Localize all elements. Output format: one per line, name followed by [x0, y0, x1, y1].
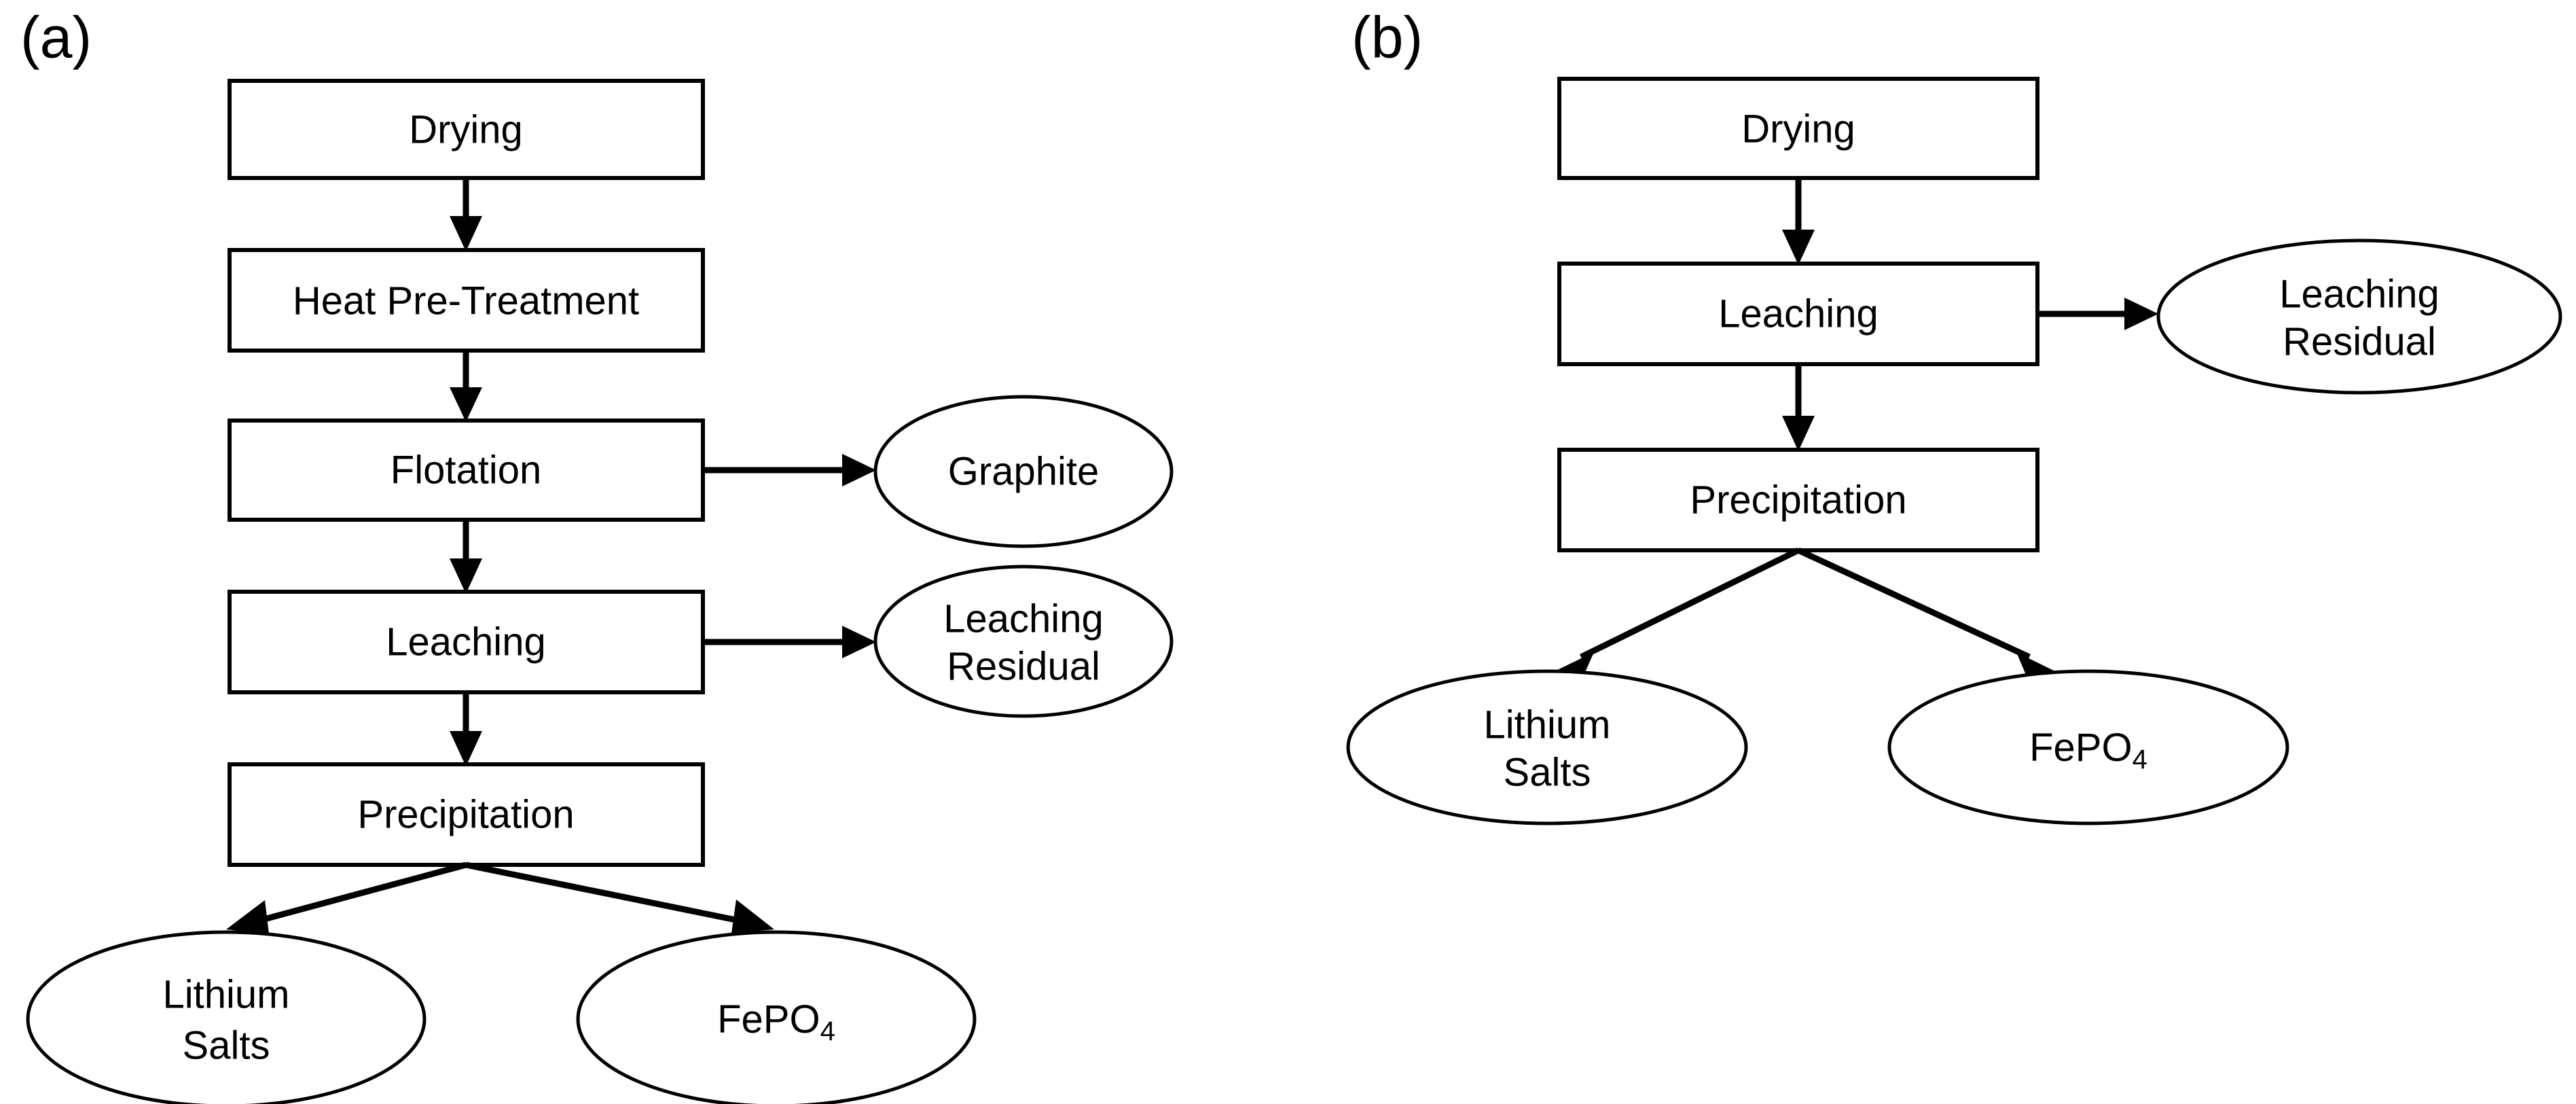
- a-node-lithium-salts[interactable]: Lithium Salts: [26, 930, 427, 1104]
- b-node-precipitation[interactable]: Precipitation: [1557, 448, 2039, 552]
- a-node-heat-pre-treatment[interactable]: Heat Pre-Treatment: [228, 248, 705, 353]
- a-leaching-box[interactable]: [228, 590, 705, 694]
- b-leaching-box[interactable]: [1557, 262, 2039, 366]
- a-lithium-salts-label-line1: Lithium: [163, 973, 290, 1017]
- a-drying-label: Drying: [409, 108, 523, 152]
- arrow-head-icon: [1782, 230, 1815, 265]
- arrow-head-icon: [450, 731, 482, 766]
- b-node-lithium-salts[interactable]: Lithium Salts: [1346, 669, 1748, 825]
- a-flotation-box[interactable]: [228, 419, 705, 522]
- a-heat-pre-treatment-box[interactable]: [228, 248, 705, 353]
- arrow-head-icon: [1782, 416, 1815, 451]
- arrow-head-icon: [450, 558, 482, 594]
- a-leaching-residual-label-line2: Residual: [947, 645, 1100, 689]
- a-flotation-label: Flotation: [391, 448, 541, 493]
- b-leaching-residual-label-line2: Residual: [2283, 320, 2436, 364]
- panel-b: (b) Drying Leaching: [1346, 5, 2562, 825]
- a-leaching-label: Leaching: [386, 620, 545, 664]
- a-arrow-flotation-to-graphite: [703, 454, 876, 486]
- a-lithium-salts-ellipse[interactable]: [26, 930, 427, 1104]
- b-leaching-residual-label-line1: Leaching: [2279, 272, 2439, 317]
- a-drying-box[interactable]: [228, 79, 705, 180]
- b-leaching-residual-ellipse[interactable]: [2156, 238, 2562, 395]
- panel-a: (a) Drying Heat Pre-Treatment: [20, 5, 1174, 1104]
- b-arrow-leaching-to-precipitation: [1782, 364, 1815, 451]
- b-arrow-precipitation-to-fepo4: [1797, 547, 2058, 683]
- a-fepo4-label: FePO4: [717, 997, 835, 1047]
- a-arrow-leaching-to-residual: [703, 626, 876, 658]
- panel-a-label: (a): [20, 5, 92, 71]
- b-lithium-salts-label-line2: Salts: [1504, 751, 1591, 795]
- a-leaching-residual-label-line1: Leaching: [943, 597, 1103, 641]
- b-fepo4-label-subscript: 4: [2133, 745, 2147, 774]
- a-node-drying[interactable]: Drying: [228, 79, 705, 180]
- a-arrow-drying-to-heat: [450, 178, 482, 251]
- b-leaching-label: Leaching: [1718, 292, 1878, 336]
- panel-b-label: (b): [1352, 5, 1423, 71]
- a-precipitation-label: Precipitation: [357, 793, 574, 837]
- a-heat-pre-treatment-label: Heat Pre-Treatment: [293, 279, 639, 323]
- a-node-graphite[interactable]: Graphite: [873, 395, 1174, 548]
- a-node-leaching[interactable]: Leaching: [228, 590, 705, 694]
- b-drying-box[interactable]: [1557, 77, 2039, 180]
- arrow-head-icon: [842, 626, 876, 658]
- a-node-precipitation[interactable]: Precipitation: [228, 762, 705, 867]
- b-lithium-salts-ellipse[interactable]: [1346, 669, 1748, 825]
- b-precipitation-box[interactable]: [1557, 448, 2039, 552]
- a-fepo4-label-base: FePO: [717, 997, 820, 1041]
- a-node-leaching-residual[interactable]: Leaching Residual: [873, 565, 1174, 718]
- a-fepo4-label-subscript: 4: [820, 1016, 835, 1046]
- a-fepo4-ellipse[interactable]: [576, 930, 977, 1104]
- b-precipitation-label: Precipitation: [1690, 478, 1906, 522]
- b-drying-label: Drying: [1741, 107, 1855, 152]
- arrow-head-icon: [450, 216, 482, 251]
- a-arrow-precipitation-to-lithium: [226, 861, 467, 934]
- a-graphite-ellipse[interactable]: [873, 395, 1174, 548]
- arrow-head-icon: [226, 900, 269, 934]
- a-arrow-leaching-to-precipitation: [450, 692, 482, 766]
- b-node-drying[interactable]: Drying: [1557, 77, 2039, 180]
- a-node-fepo4[interactable]: FePO4: [576, 930, 977, 1104]
- b-fepo4-ellipse[interactable]: [1887, 669, 2289, 825]
- a-leaching-residual-ellipse[interactable]: [873, 565, 1174, 718]
- a-graphite-label: Graphite: [948, 450, 1099, 494]
- b-arrow-drying-to-leaching: [1782, 178, 1815, 265]
- b-lithium-salts-label-line1: Lithium: [1484, 703, 1611, 747]
- b-arrow-precipitation-to-lithium: [1552, 547, 1800, 683]
- a-lithium-salts-label-line2: Salts: [183, 1024, 270, 1068]
- arrow-head-icon: [450, 387, 482, 422]
- b-node-leaching[interactable]: Leaching: [1557, 262, 2039, 366]
- arrow-head-icon: [731, 900, 774, 933]
- b-fepo4-label: FePO4: [2029, 726, 2147, 775]
- arrow-head-icon: [2124, 298, 2158, 330]
- b-node-leaching-residual[interactable]: Leaching Residual: [2156, 238, 2562, 395]
- a-node-flotation[interactable]: Flotation: [228, 419, 705, 522]
- b-fepo4-label-base: FePO: [2029, 726, 2133, 770]
- a-arrow-precipitation-to-fepo4: [465, 861, 774, 933]
- a-arrow-flotation-to-leaching: [450, 520, 482, 594]
- b-node-fepo4[interactable]: FePO4: [1887, 669, 2289, 825]
- b-arrow-leaching-to-residual: [2037, 298, 2158, 330]
- arrow-head-icon: [842, 454, 876, 486]
- a-arrow-heat-to-flotation: [450, 351, 482, 422]
